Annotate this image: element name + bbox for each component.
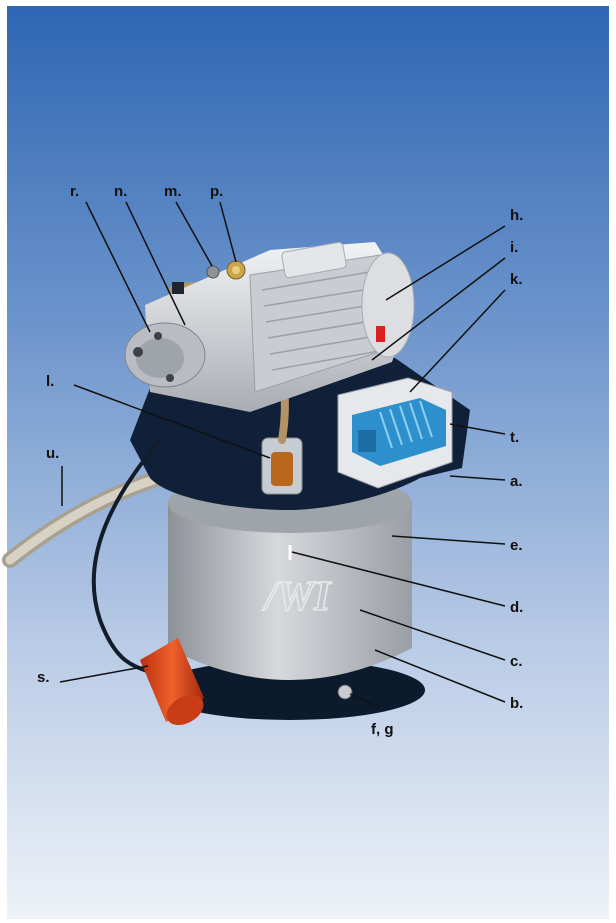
label-l: l. [46, 373, 54, 390]
label-fg: f, g [371, 721, 394, 738]
label-m: m. [164, 183, 182, 200]
drain-valve [337, 684, 353, 700]
tube-connector [172, 282, 184, 294]
label-n: n. [114, 183, 127, 200]
pump-bolt [133, 347, 143, 357]
filter-cartridge [271, 452, 293, 486]
pump-head-cover [136, 338, 184, 378]
label-t: t. [510, 429, 519, 446]
label-b: b. [510, 695, 523, 712]
label-c: c. [510, 653, 523, 670]
power-plug-end [166, 694, 204, 726]
label-p: p. [210, 183, 223, 200]
terminal-fuse [358, 430, 376, 452]
canister-body [168, 500, 412, 680]
vent-screw [206, 265, 220, 279]
motor-switch [376, 326, 385, 342]
label-i: i. [510, 239, 518, 256]
motor-junction-box [281, 241, 347, 279]
label-u: u. [46, 445, 59, 462]
pump-bolt [154, 332, 162, 340]
wirtz-logo-icon: /WI [262, 574, 332, 620]
label-e: e. [510, 537, 523, 554]
canister-base [155, 660, 425, 720]
label-a: a. [510, 473, 523, 490]
power-cable [91, 438, 162, 674]
pump-bolt [166, 374, 174, 382]
label-k: k. [510, 271, 523, 288]
label-h: h. [510, 207, 523, 224]
leader-lines [59, 201, 506, 709]
label-d: d. [510, 599, 523, 616]
label-s: s. [37, 669, 50, 686]
motor-fan-cover [361, 252, 415, 358]
label-r: r. [70, 183, 79, 200]
terminal-strips [379, 400, 433, 449]
oil-filler-cap-center [232, 266, 240, 274]
